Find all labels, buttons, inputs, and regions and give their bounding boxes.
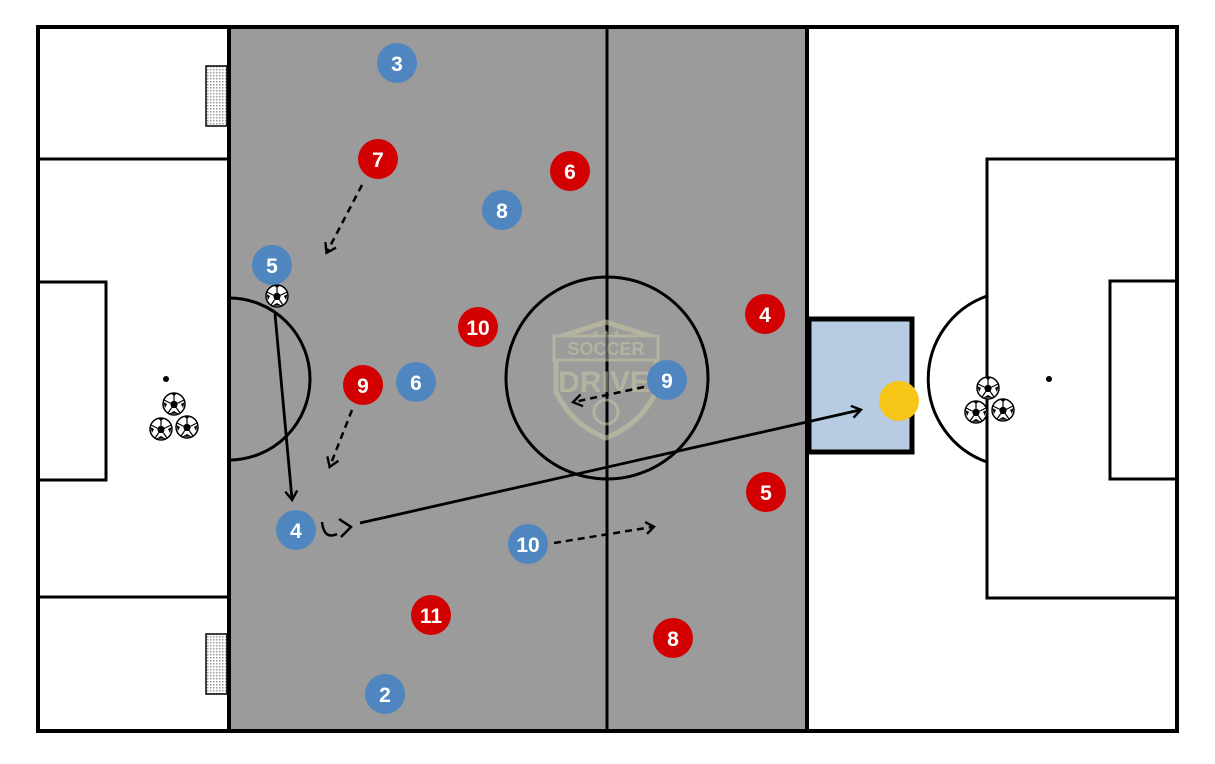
player-number: 11 <box>420 605 443 628</box>
soccer-ball-icon <box>964 400 988 424</box>
player-number: 6 <box>564 161 576 184</box>
blue-player: 9 <box>647 360 687 400</box>
pass-arrow-5-to-4 <box>273 313 299 503</box>
player-number: 4 <box>290 520 302 543</box>
logo-ball-icon <box>592 398 620 426</box>
player-number: 10 <box>466 317 489 340</box>
right-goal-area <box>1108 279 1179 481</box>
center-circle <box>504 275 710 481</box>
logo-line1: SOCCER <box>567 339 644 359</box>
red-player: 11 <box>411 595 451 635</box>
dribble-chevron-icon <box>338 517 353 538</box>
blue-player: 3 <box>377 43 417 83</box>
mini-goal-icon <box>205 65 228 127</box>
blue-player: 5 <box>252 245 292 285</box>
player-number: 6 <box>410 372 422 395</box>
left-penalty-spot <box>163 376 169 382</box>
player-number: 10 <box>516 534 539 557</box>
target-dot-icon <box>879 381 919 421</box>
player-number: 5 <box>760 482 772 505</box>
player-number: 8 <box>667 628 679 651</box>
player-number: 4 <box>759 304 771 327</box>
right-penalty-spot <box>1046 376 1052 382</box>
red-player: 5 <box>746 472 786 512</box>
player-number: 7 <box>372 149 384 172</box>
soccer-ball-icon <box>175 415 199 439</box>
run-arrow-red7 <box>324 184 364 255</box>
target-box <box>806 316 915 455</box>
logo-watermark: ★ ★ ★ SOCCER DRIVE <box>552 319 660 441</box>
mini-goal-icon <box>205 633 228 695</box>
red-player: 4 <box>745 294 785 334</box>
red-player: 9 <box>343 365 383 405</box>
blue-player: 10 <box>508 524 548 564</box>
logo-stars: ★ ★ ★ <box>591 328 620 338</box>
player-number: 8 <box>496 200 508 223</box>
player-number: 3 <box>391 53 403 76</box>
player-number: 9 <box>661 370 673 393</box>
player-number: 2 <box>379 684 391 707</box>
soccer-ball-icon <box>265 284 289 308</box>
pass-arrow-4-to-target <box>359 404 864 525</box>
right-penalty-arc <box>926 294 988 464</box>
logo-banner <box>552 334 660 362</box>
player-number: 9 <box>357 375 369 398</box>
blue-player: 8 <box>482 190 522 230</box>
red-player: 10 <box>458 307 498 347</box>
dribble-icon <box>320 521 338 537</box>
soccer-ball-icon <box>162 392 186 416</box>
logo-line2: DRIVE <box>558 366 650 399</box>
red-player: 8 <box>653 618 693 658</box>
red-player: 7 <box>358 139 398 179</box>
training-zone <box>227 25 809 733</box>
soccer-ball-icon <box>976 376 1000 400</box>
red-player: 6 <box>550 151 590 191</box>
soccer-ball-icon <box>991 398 1015 422</box>
player-number: 5 <box>266 255 278 278</box>
blue-player: 4 <box>276 510 316 550</box>
blue-player: 6 <box>396 362 436 402</box>
run-arrow-red9 <box>326 409 354 469</box>
blue-player: 2 <box>365 674 405 714</box>
run-arrow-blue10 <box>553 520 656 545</box>
left-goal-area <box>36 280 108 482</box>
left-penalty-arc <box>228 296 312 462</box>
soccer-ball-icon <box>149 417 173 441</box>
